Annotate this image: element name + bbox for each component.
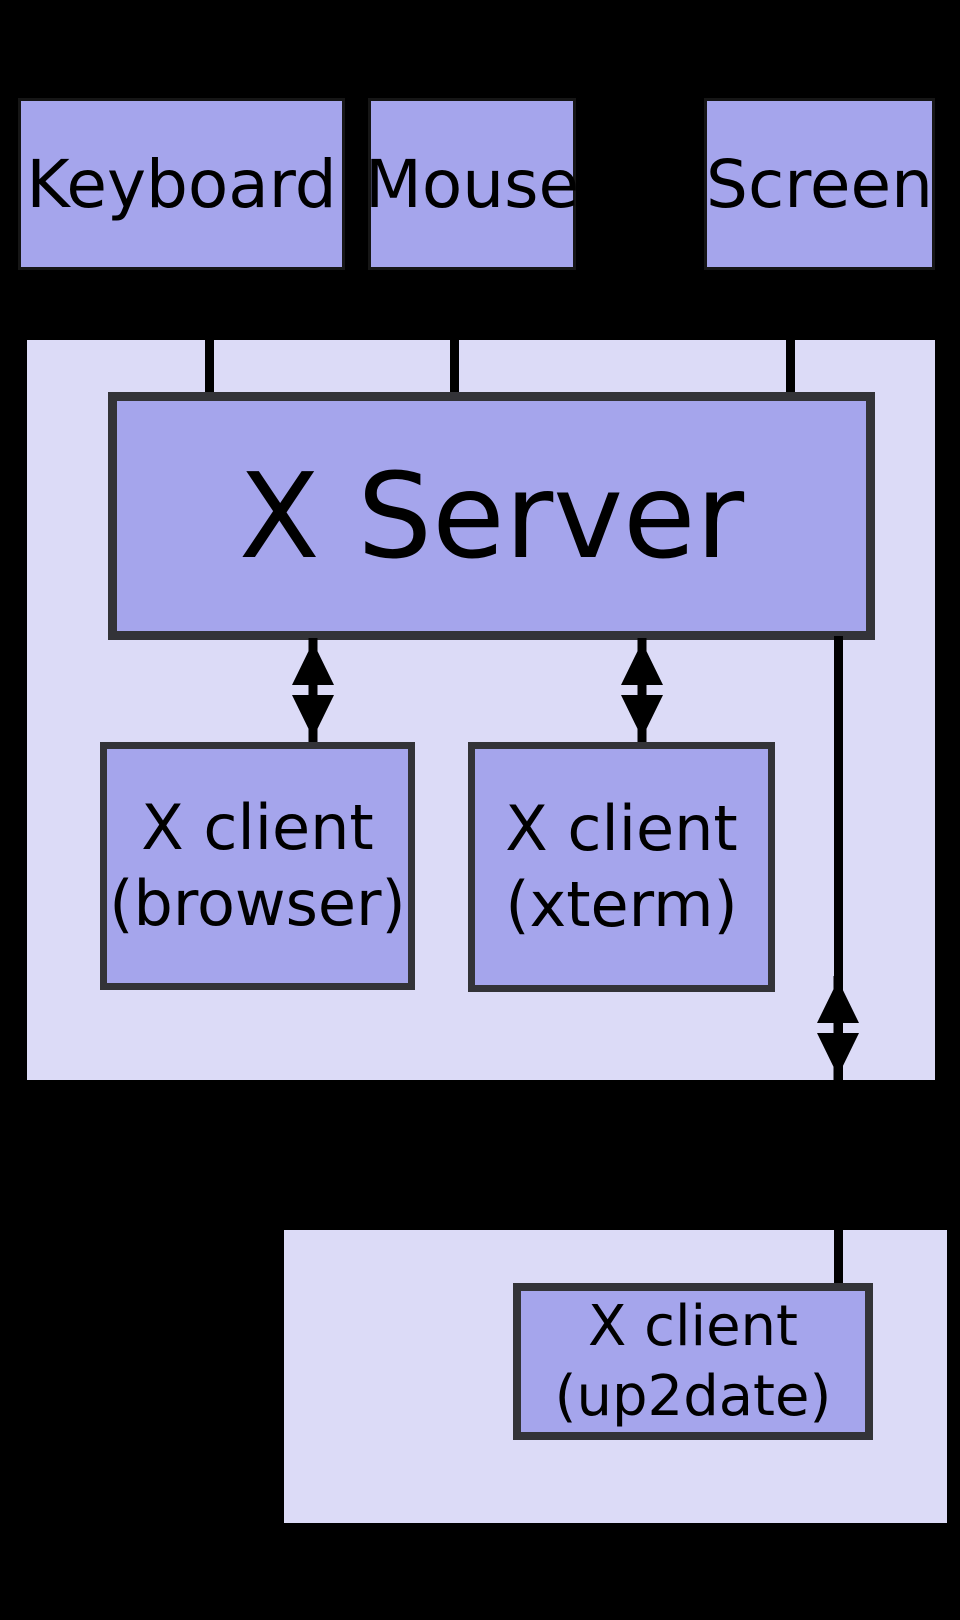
x-client-up2date-label-line1: X client bbox=[588, 1293, 798, 1359]
x-client-up2date-label-line2: (up2date) bbox=[554, 1363, 832, 1429]
x-server-label: X Server bbox=[238, 447, 745, 585]
screen-label: Screen bbox=[706, 145, 933, 223]
arrow-server-up2date bbox=[817, 976, 859, 1080]
x-client-xterm-box: X client (xterm) bbox=[468, 742, 775, 992]
x-client-browser-label-line2: (browser) bbox=[109, 867, 406, 940]
mouse-connector-line bbox=[450, 272, 459, 400]
x-client-up2date-box: X client (up2date) bbox=[513, 1283, 873, 1440]
x-server-box: X Server bbox=[108, 392, 875, 640]
keyboard-label: Keyboard bbox=[26, 145, 337, 223]
arrow-server-browser bbox=[292, 638, 334, 742]
x-client-browser-label-line1: X client bbox=[141, 791, 374, 865]
mouse-label: Mouse bbox=[364, 145, 580, 223]
server-up2date-connector-line bbox=[834, 636, 843, 1290]
keyboard-box: Keyboard bbox=[18, 98, 345, 270]
x-client-xterm-label-line1: X client bbox=[505, 792, 738, 866]
arrow-server-xterm bbox=[621, 638, 663, 742]
x-client-xterm-label-line2: (xterm) bbox=[505, 868, 738, 941]
screen-connector-line bbox=[786, 272, 795, 400]
keyboard-connector-line bbox=[205, 272, 214, 400]
screen-box: Screen bbox=[704, 98, 935, 270]
mouse-box: Mouse bbox=[364, 98, 580, 270]
x-client-browser-box: X client (browser) bbox=[100, 742, 415, 990]
